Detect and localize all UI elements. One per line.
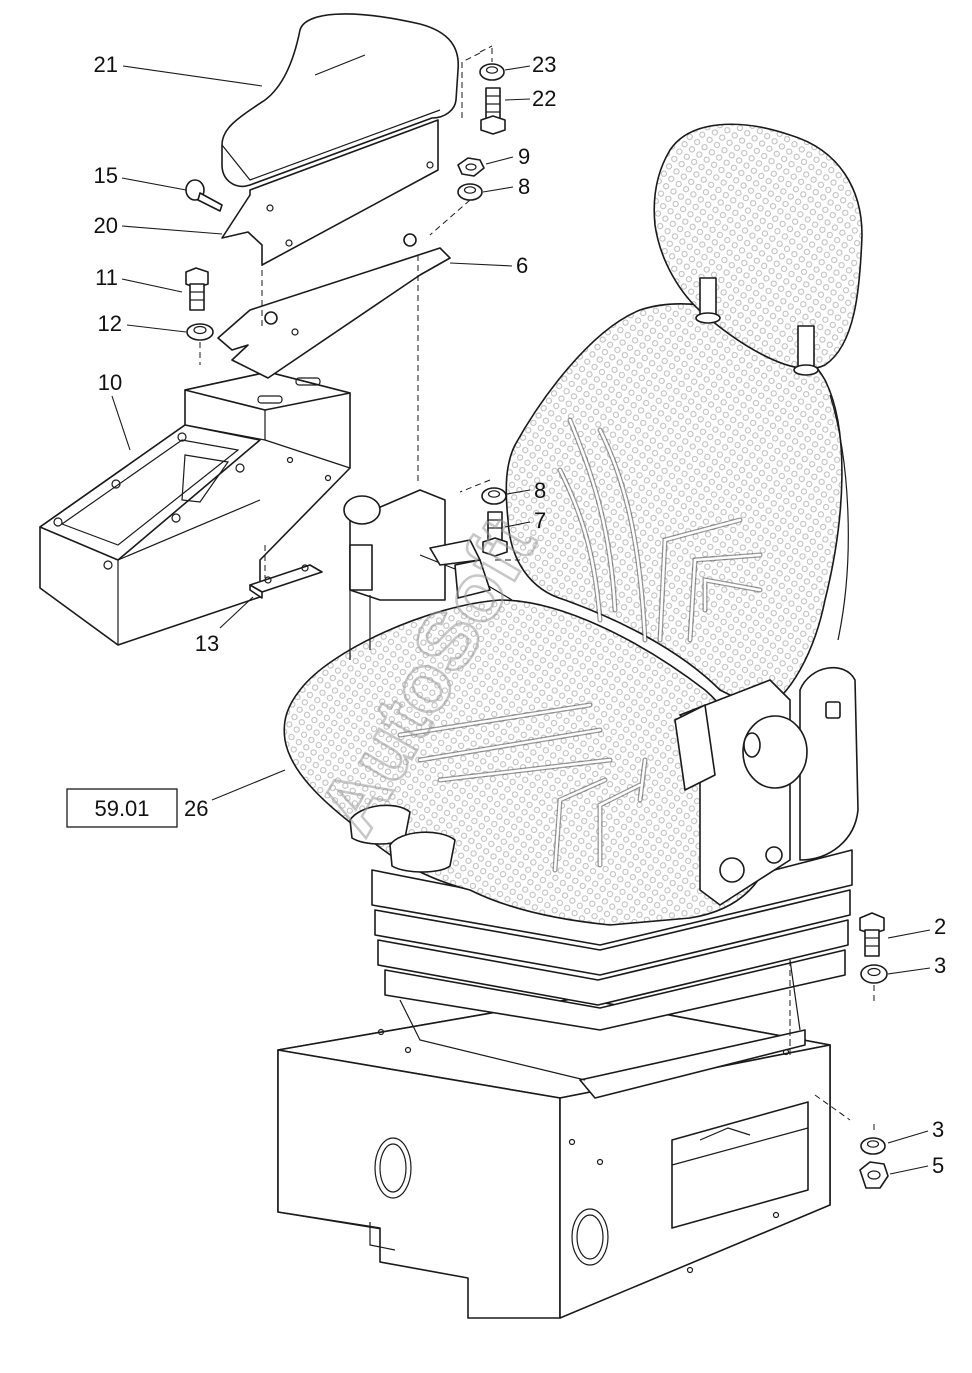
bolt-11	[185, 267, 209, 311]
callout-7[interactable]: 7	[534, 508, 546, 533]
callout-8-lower[interactable]: 8	[534, 478, 546, 503]
callout-15[interactable]: 15	[94, 163, 118, 188]
spacer-plate	[249, 564, 323, 599]
callout-26[interactable]: 26	[184, 796, 208, 821]
washer-8-upper	[457, 183, 483, 201]
bolt-7	[482, 511, 508, 557]
armrest-pad	[221, 13, 460, 187]
washer-8-lower	[481, 487, 507, 505]
washer-12	[186, 323, 214, 341]
seat-cushion	[283, 599, 771, 926]
callout-6[interactable]: 6	[516, 253, 528, 278]
nut-5	[859, 1161, 889, 1189]
seat-side-mechanism	[343, 489, 859, 906]
callout-8-upper[interactable]: 8	[518, 174, 530, 199]
callout-13[interactable]: 13	[195, 631, 219, 656]
washer-3-upper	[860, 964, 888, 984]
washer-23	[479, 63, 505, 81]
callout-9[interactable]: 9	[518, 144, 530, 169]
callout-10[interactable]: 10	[98, 370, 122, 395]
bolt-15	[185, 179, 223, 212]
console-box	[39, 371, 351, 646]
seat-suspension	[371, 849, 853, 1099]
leader-lines	[111, 65, 931, 1175]
nut-9	[457, 157, 485, 177]
callout-23[interactable]: 23	[532, 52, 556, 77]
callout-2[interactable]: 2	[934, 914, 946, 939]
reference-box-label: 59.01	[94, 796, 149, 821]
callout-5[interactable]: 5	[932, 1153, 944, 1178]
callout-22[interactable]: 22	[532, 86, 556, 111]
washer-3-lower	[860, 1137, 886, 1155]
callout-labels: 21 23 22 9 15 8 20 6 11 12 10 8 7 13 26 …	[94, 52, 947, 1178]
seat-headrest	[653, 123, 863, 376]
reference-box[interactable]: 59.01	[66, 788, 178, 828]
callout-20[interactable]: 20	[94, 213, 118, 238]
assembly-lines	[199, 45, 875, 1130]
callout-12[interactable]: 12	[98, 311, 122, 336]
bolt-2	[859, 912, 885, 957]
callout-3-upper[interactable]: 3	[934, 953, 946, 978]
seat-backrest	[505, 303, 849, 711]
callout-3-lower[interactable]: 3	[932, 1117, 944, 1142]
callout-11[interactable]: 11	[95, 265, 118, 290]
bolt-22	[480, 87, 506, 135]
callout-21[interactable]: 21	[94, 52, 118, 77]
armrest-bracket	[221, 119, 439, 266]
mounting-plate	[217, 233, 451, 379]
